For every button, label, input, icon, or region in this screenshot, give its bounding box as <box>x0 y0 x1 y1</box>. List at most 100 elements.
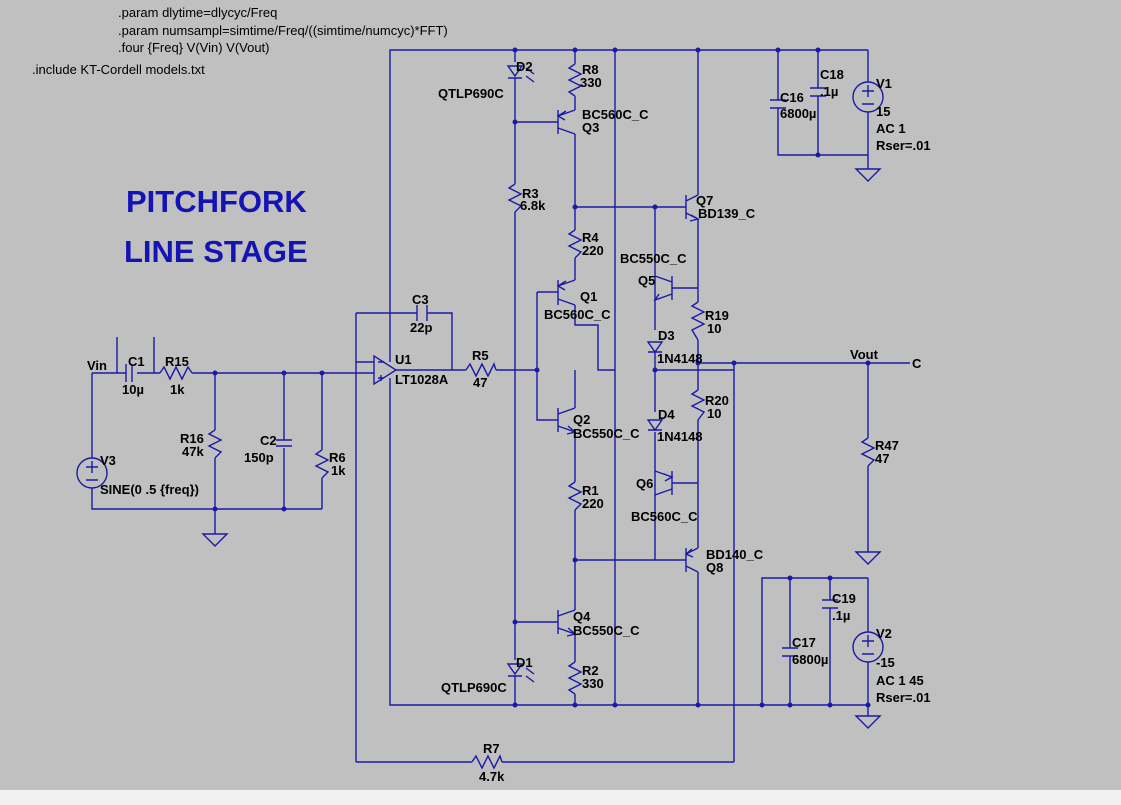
r20-value: 10 <box>707 406 721 421</box>
title-line-1: PITCHFORK <box>126 184 307 219</box>
q5-value: BC550C_C <box>620 251 687 266</box>
transistor-q2[interactable] <box>557 407 577 435</box>
ground-symbol <box>855 711 881 729</box>
transistor-q4[interactable] <box>557 609 577 637</box>
r8-value: 330 <box>580 75 602 90</box>
opamp-u1[interactable] <box>373 354 398 386</box>
d3-value: 1N4148 <box>657 351 703 366</box>
r7-value: 4.7k <box>479 769 505 784</box>
r20-name: R20 <box>705 393 729 408</box>
q6-name: Q6 <box>636 476 653 491</box>
r47-name: R47 <box>875 438 899 453</box>
r5-value: 47 <box>473 375 487 390</box>
voltage-source-v1[interactable] <box>852 81 884 113</box>
c19-name: C19 <box>832 591 856 606</box>
resistor-r16[interactable] <box>207 429 223 459</box>
transistor-q3[interactable] <box>556 109 576 135</box>
r4-value: 220 <box>582 243 604 258</box>
v1-value: 15 <box>876 104 890 119</box>
ground-symbol <box>202 529 228 547</box>
d4-value: 1N4148 <box>657 429 703 444</box>
resistor-r19[interactable] <box>690 301 706 341</box>
diode-d3[interactable] <box>646 341 664 354</box>
resistor-r1[interactable] <box>567 481 583 511</box>
resistor-r3[interactable] <box>507 183 523 213</box>
capacitor-c16[interactable] <box>770 99 786 109</box>
q2-value: BC550C_C <box>573 426 640 441</box>
resistor-r4[interactable] <box>567 229 583 259</box>
voltage-source-v3[interactable] <box>76 457 108 489</box>
q3-name: Q3 <box>582 120 599 135</box>
transistor-q8[interactable] <box>684 547 699 573</box>
capacitor-c1[interactable] <box>125 364 133 382</box>
r1-value: 220 <box>582 496 604 511</box>
v2-ac: AC 1 45 <box>876 673 924 688</box>
transistor-q7[interactable] <box>685 194 700 222</box>
transistor-q1[interactable] <box>556 279 576 306</box>
c2-value: 150p <box>244 450 274 465</box>
d4-name: D4 <box>658 407 675 422</box>
transistor-q5[interactable] <box>653 275 673 302</box>
resistor-r2[interactable] <box>567 661 583 695</box>
d2-name: D2 <box>516 59 533 74</box>
junction-dots <box>212 47 871 708</box>
v1-name: V1 <box>876 76 892 91</box>
diode-d4[interactable] <box>646 419 664 432</box>
q1-value: BC560C_C <box>544 307 611 322</box>
status-strip <box>0 790 1121 805</box>
capacitor-c18[interactable] <box>810 87 826 97</box>
capacitor-c19[interactable] <box>822 599 838 609</box>
c16-value: 6800µ <box>780 106 816 121</box>
r15-name: R15 <box>165 354 189 369</box>
d3-name: D3 <box>658 328 675 343</box>
net-label-vin[interactable]: Vin <box>87 358 107 373</box>
r15-value: 1k <box>170 382 185 397</box>
resistor-r20[interactable] <box>690 389 706 421</box>
voltage-source-v2[interactable] <box>852 631 884 663</box>
r3-name: R3 <box>522 186 539 201</box>
directive-four[interactable]: .four {Freq} V(Vin) V(Vout) <box>118 40 270 55</box>
r2-value: 330 <box>582 676 604 691</box>
led-d2[interactable] <box>506 65 535 83</box>
r7-name: R7 <box>483 741 500 756</box>
q8-name: Q8 <box>706 560 723 575</box>
q6-value: BC560C_C <box>631 509 698 524</box>
net-label-c[interactable]: C <box>912 356 922 371</box>
q7-value: BD139_C <box>698 206 756 221</box>
resistor-r6[interactable] <box>314 449 330 479</box>
c1-value: 10µ <box>122 382 144 397</box>
resistor-r15[interactable] <box>159 365 193 381</box>
r16-value: 47k <box>182 444 204 459</box>
c3-value: 22p <box>410 320 432 335</box>
net-label-vout[interactable]: Vout <box>850 347 879 362</box>
q1-name: Q1 <box>580 289 597 304</box>
c2-name: C2 <box>260 433 277 448</box>
r6-value: 1k <box>331 463 346 478</box>
v2-rser: Rser=.01 <box>876 690 931 705</box>
r2-name: R2 <box>582 663 599 678</box>
resistor-r47[interactable] <box>860 437 876 467</box>
directive-dlytime[interactable]: .param dlytime=dlycyc/Freq <box>118 5 277 20</box>
wires[interactable] <box>91 49 910 763</box>
r19-value: 10 <box>707 321 721 336</box>
c17-value: 6800µ <box>792 652 828 667</box>
led-d1[interactable] <box>506 663 535 683</box>
d1-value: QTLP690C <box>441 680 507 695</box>
capacitor-c2[interactable] <box>276 439 292 447</box>
v3-name: V3 <box>100 453 116 468</box>
capacitor-c3[interactable] <box>416 305 428 321</box>
u1-name: U1 <box>395 352 412 367</box>
transistor-q6[interactable] <box>654 470 674 496</box>
capacitor-c17[interactable] <box>782 647 798 657</box>
c17-name: C17 <box>792 635 816 650</box>
resistor-r5[interactable] <box>465 362 497 378</box>
v2-value: -15 <box>876 655 895 670</box>
v1-rser: Rser=.01 <box>876 138 931 153</box>
directive-include[interactable]: .include KT-Cordell models.txt <box>32 62 205 77</box>
u1-value: LT1028A <box>395 372 449 387</box>
directive-numsampl[interactable]: .param numsampl=simtime/Freq/((simtime/n… <box>118 23 448 38</box>
r19-name: R19 <box>705 308 729 323</box>
resistor-r7[interactable] <box>471 754 503 770</box>
resistor-r8[interactable] <box>567 63 583 97</box>
